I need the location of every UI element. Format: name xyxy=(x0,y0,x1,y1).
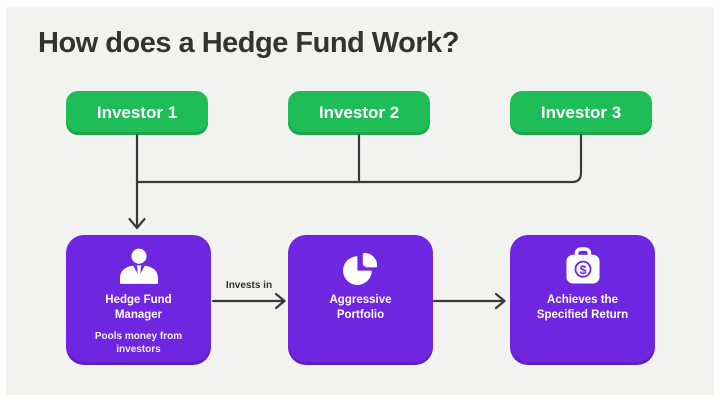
flow-box-subtitle: Pools money from investors xyxy=(94,330,183,355)
investor-1-box: Investor 1 xyxy=(66,91,208,135)
hedge-fund-manager-box: Hedge Fund Manager Pools money from inve… xyxy=(66,235,211,365)
investor-2-box: Investor 2 xyxy=(288,91,430,135)
flow-box-title: Hedge Fund Manager xyxy=(105,294,172,321)
investor-2-label: Investor 2 xyxy=(318,103,400,122)
flow-box-title: Aggressive Portfolio xyxy=(329,294,392,321)
user-tie-icon xyxy=(119,248,158,284)
dollar-briefcase-icon: $ xyxy=(565,247,600,284)
investor-3-label: Investor 3 xyxy=(540,103,622,122)
investor-1-label: Investor 1 xyxy=(96,103,178,122)
invests-in-label: Invests in xyxy=(225,280,273,291)
specified-return-box: $ Achieves the Specified Return xyxy=(510,235,655,365)
pie-chart-icon xyxy=(342,252,377,285)
aggressive-portfolio-box: Aggressive Portfolio xyxy=(288,235,433,365)
svg-text:$: $ xyxy=(579,263,586,277)
page-title: How does a Hedge Fund Work? xyxy=(38,27,460,59)
investor-3-box: Investor 3 xyxy=(510,91,652,135)
flow-box-title: Achieves the Specified Return xyxy=(536,294,629,321)
